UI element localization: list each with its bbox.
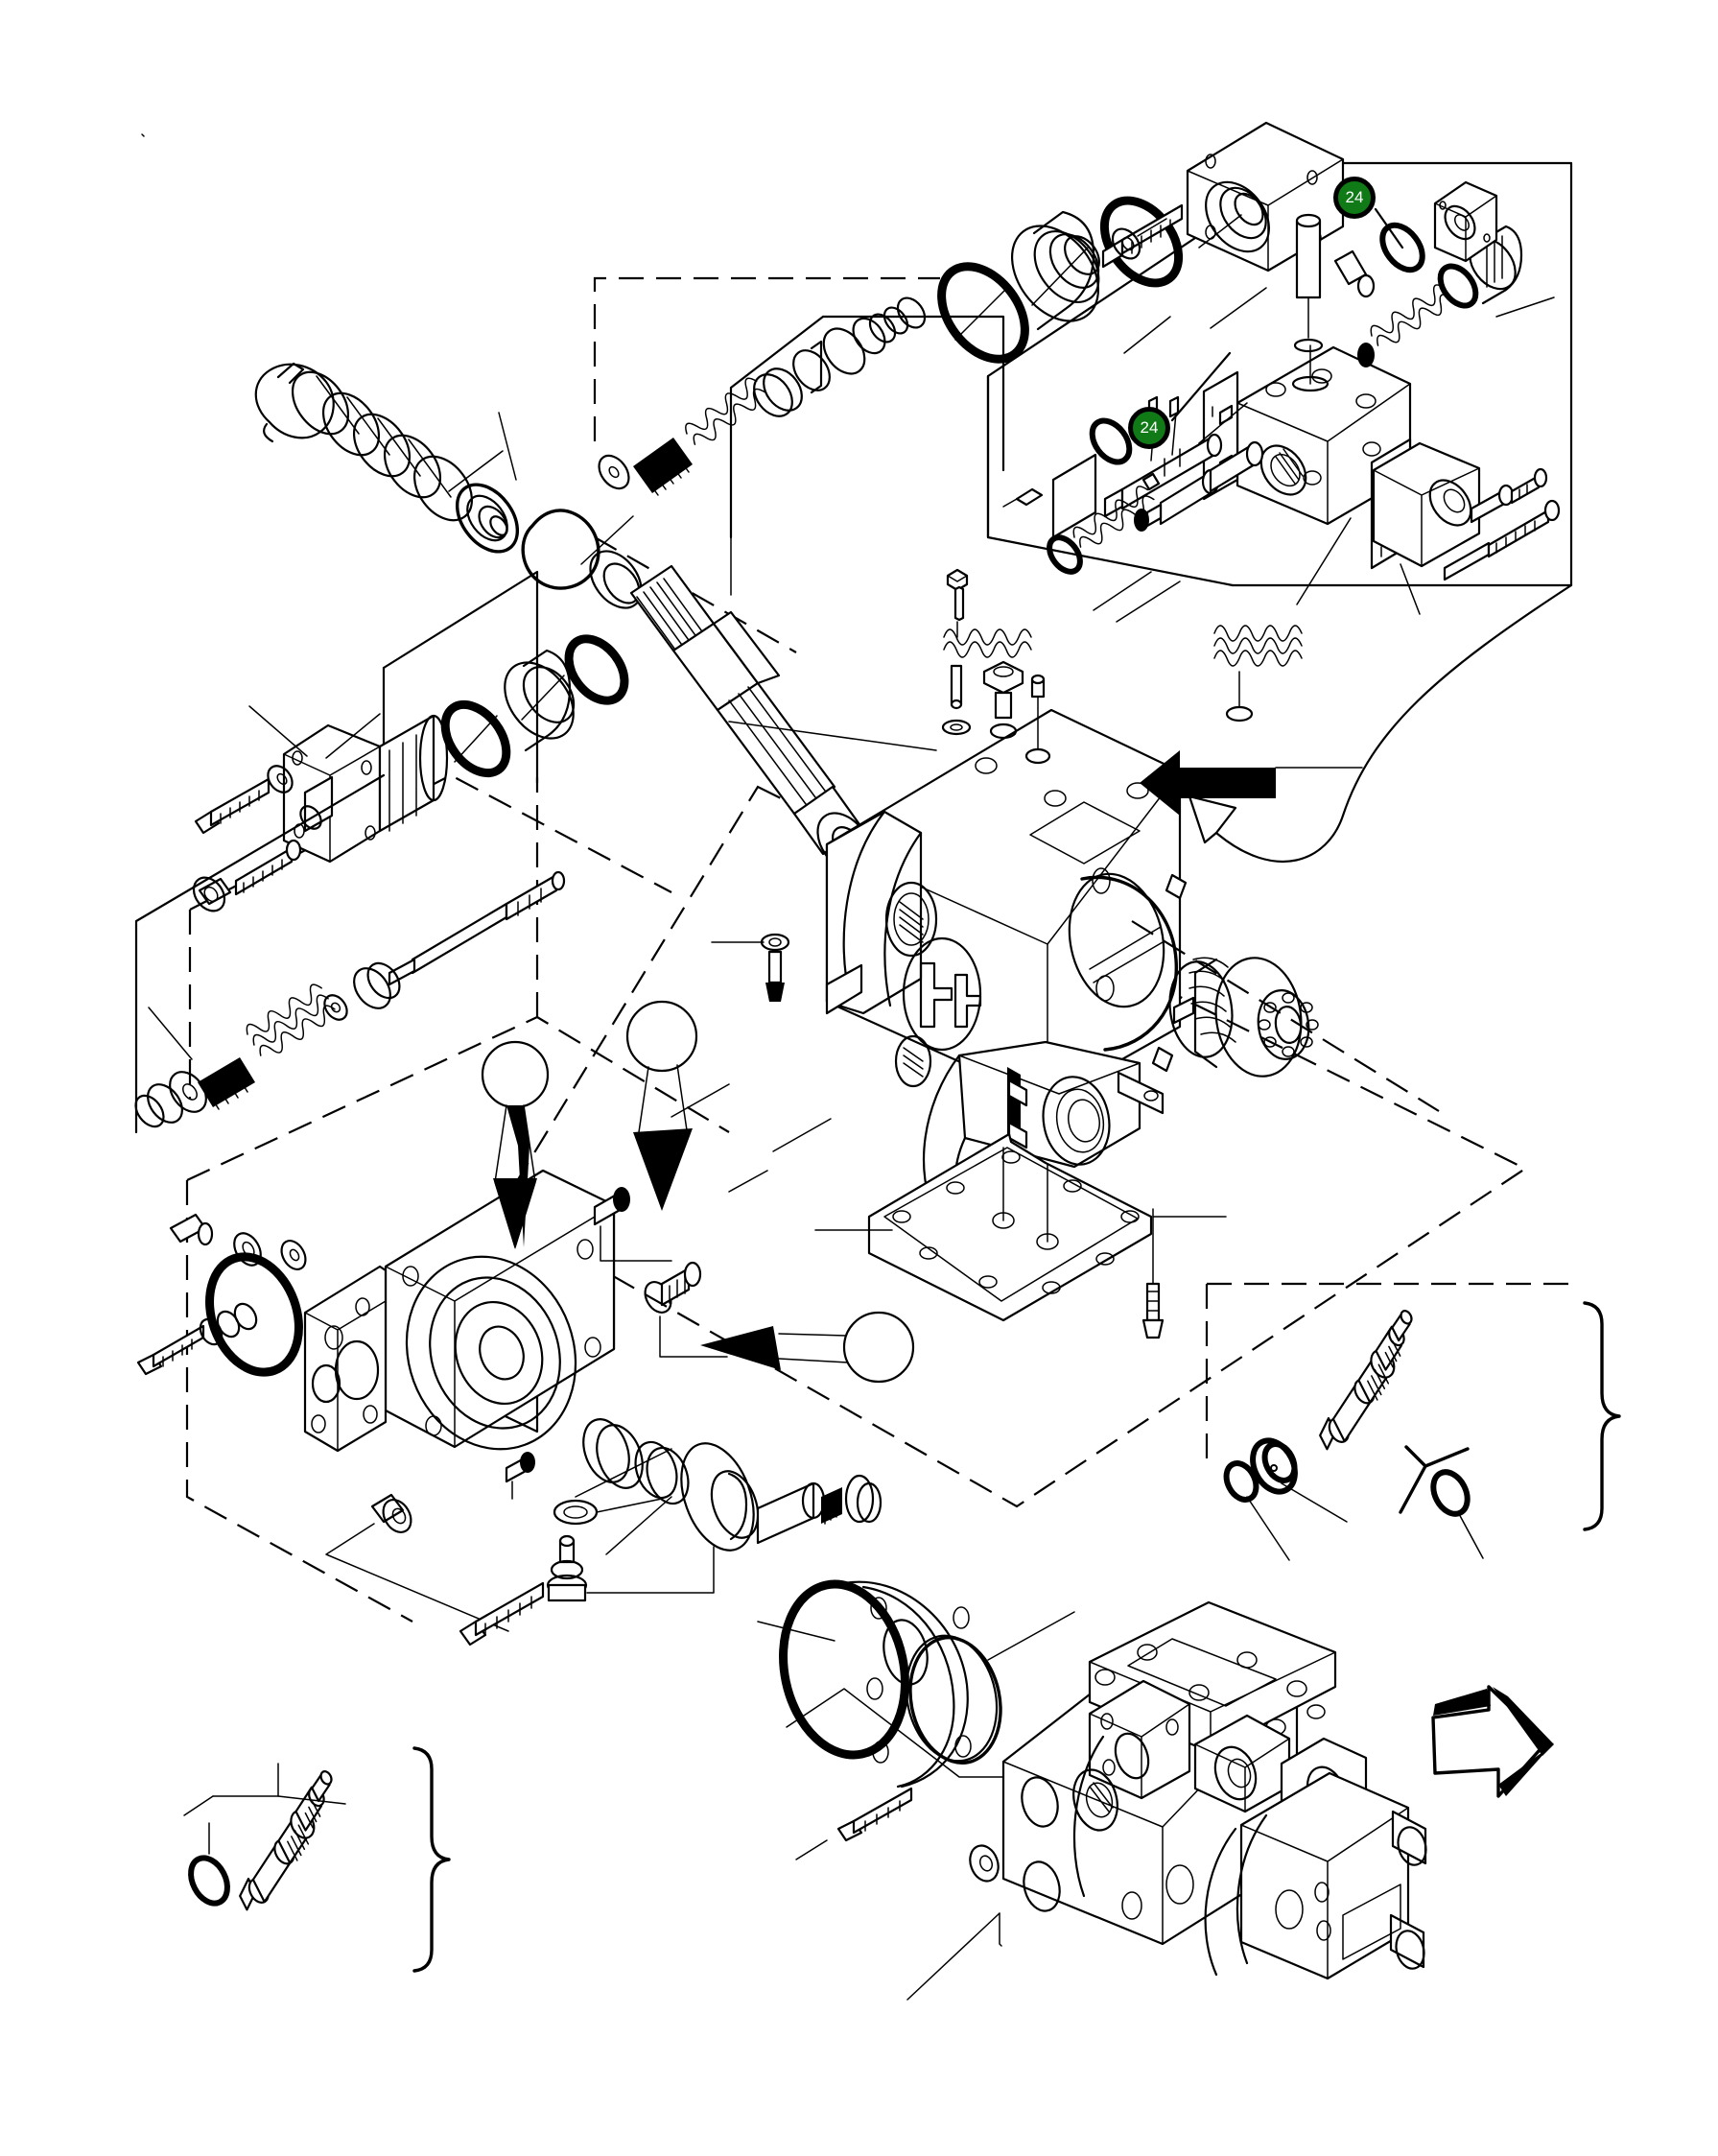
assembly-direction-arrow — [1431, 1685, 1554, 1798]
piston-retainer-stack — [575, 1418, 1075, 1860]
assembled-pump-reference — [906, 1600, 1427, 2001]
relief-valve-detail-left — [183, 1746, 451, 1973]
cylinder-block-rotor — [1131, 920, 1440, 1112]
swashplate-cradle-gasket — [814, 1040, 1227, 1339]
callout-badge-label: 24 — [1345, 187, 1364, 206]
regulator-valve-group — [1002, 180, 1561, 623]
servo-rod-group — [134, 773, 566, 1134]
callout-badge-24-lower[interactable]: 24 — [1128, 407, 1170, 449]
pump-housing-group — [711, 568, 1363, 1103]
callout-badge-24-upper[interactable]: 24 — [1333, 177, 1376, 219]
balloon-callouts — [481, 1000, 915, 1384]
relief-valve-cartridge-right — [1223, 1301, 1621, 1561]
callout-badge-label: 24 — [1140, 417, 1159, 437]
valve-plate-end-cover — [136, 1169, 728, 1647]
regulator-box-outline — [986, 161, 1573, 863]
front-cover-oring-stack — [598, 121, 1345, 596]
phantom-group-outlines — [185, 276, 1573, 1623]
misc-leaders — [141, 133, 832, 1193]
callout-leader-lines — [1170, 207, 1404, 422]
servo-piston-group — [192, 570, 629, 912]
